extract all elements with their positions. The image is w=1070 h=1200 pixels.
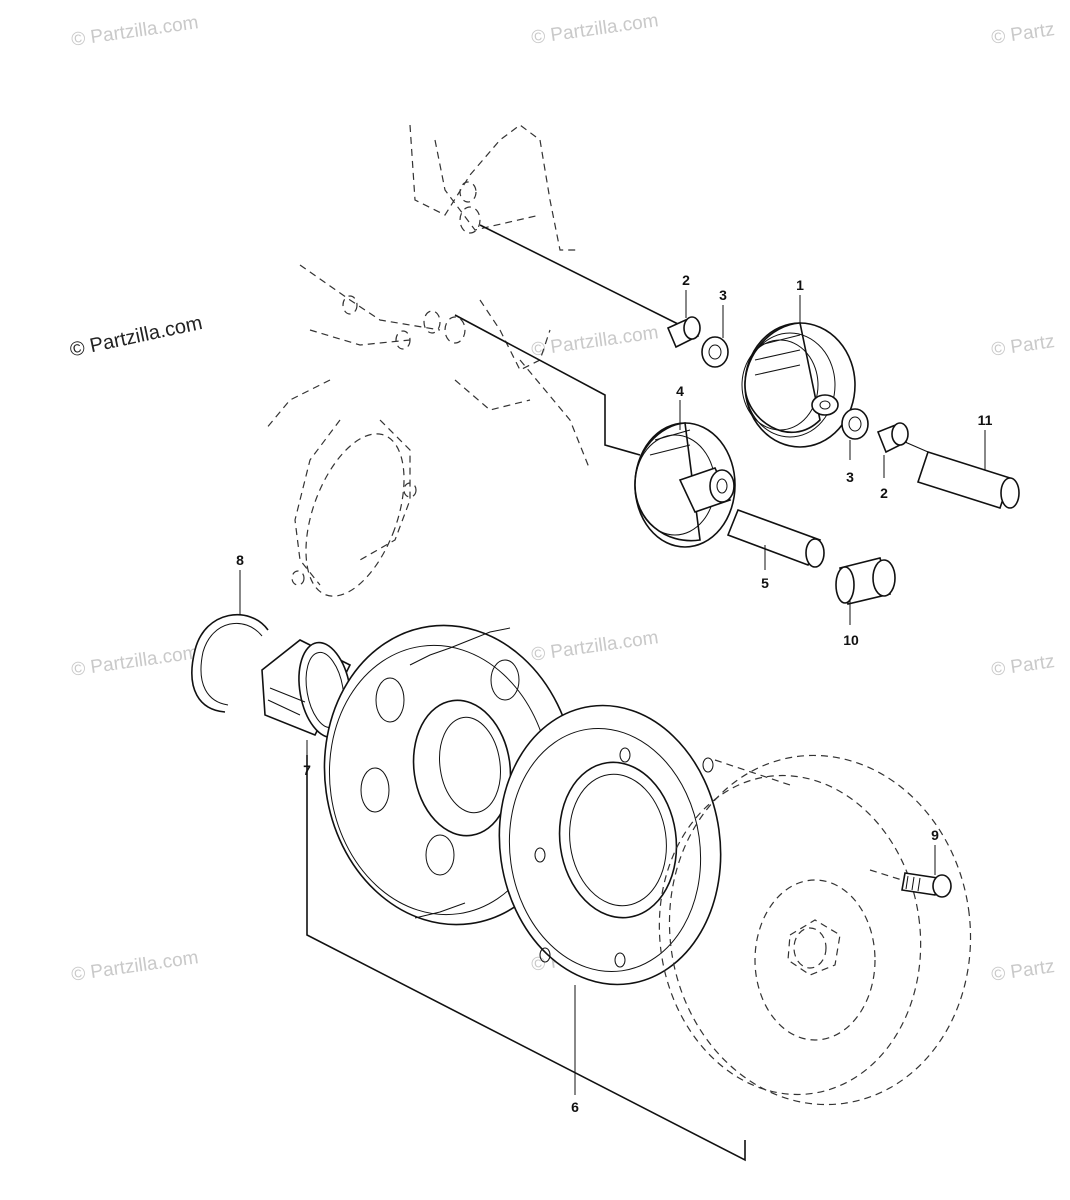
callout-9: 9 [931, 827, 939, 843]
callout-11: 11 [978, 412, 993, 428]
part-3-washer-upper [701, 336, 729, 368]
callout-3-lower: 3 [846, 469, 854, 485]
part-10-bushing [835, 557, 896, 605]
flywheel-rotor [658, 754, 972, 1106]
part-8-snap-ring [191, 614, 269, 713]
callout-leaders [239, 290, 986, 1162]
callout-1: 1 [796, 277, 804, 293]
callout-3-upper: 3 [719, 287, 727, 303]
crankcase-outline [264, 124, 591, 597]
callout-10: 10 [843, 632, 859, 648]
callout-2-upper: 2 [682, 272, 690, 288]
callout-2-lower: 2 [880, 485, 888, 501]
part-9-bolt [869, 869, 952, 898]
callout-labels: 2 3 1 11 3 2 4 5 10 8 7 9 6 [236, 272, 993, 1115]
callout-6: 6 [571, 1099, 579, 1115]
leader-shaft-upper [479, 224, 681, 326]
part-5-shaft [726, 508, 825, 568]
part-2-bushing-upper [666, 316, 701, 349]
leader-shaft-lower [454, 314, 641, 456]
callout-8: 8 [236, 552, 244, 568]
part-4-reduction-gear [634, 422, 736, 548]
part-1-idle-gear [741, 322, 856, 448]
one-way-clutch [498, 704, 722, 986]
callout-7: 7 [303, 762, 311, 778]
callout-4: 4 [676, 383, 684, 399]
part-11-shaft [904, 441, 1020, 510]
part-3-washer-lower [841, 408, 869, 440]
leader-clutch-to-rotor [714, 759, 791, 786]
part-2-bushing-lower [876, 422, 909, 454]
callout-5: 5 [761, 575, 769, 591]
